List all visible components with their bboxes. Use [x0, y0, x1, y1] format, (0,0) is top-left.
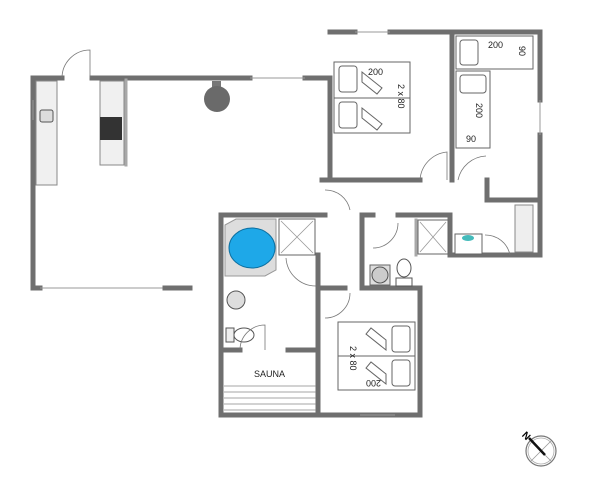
kitchen-sink-icon	[39, 109, 54, 123]
sink-icon	[226, 290, 246, 310]
bathroom-1: SAUNA	[218, 189, 423, 418]
bedroom-2: 200 90 200 90	[447, 29, 543, 258]
bed-length-label: 200	[488, 40, 503, 50]
compass-icon: N	[519, 430, 557, 467]
door	[419, 151, 448, 181]
kitchen-counter	[35, 80, 58, 186]
toilet-icon	[396, 258, 412, 278]
bed-length-label: 200	[366, 378, 381, 388]
bed-length-label: 200	[368, 67, 383, 77]
sink-icon	[371, 266, 389, 284]
fireplace-icon	[204, 86, 230, 112]
bedroom-3: 2 x 80 200	[324, 292, 416, 416]
bed-length-label: 200	[474, 103, 484, 118]
bathtub-icon	[228, 227, 276, 269]
bedroom-1: 200 2 x 80	[319, 29, 455, 183]
toilet-icon	[233, 327, 255, 343]
sauna-label: SAUNA	[254, 369, 285, 379]
bed-width-label: 90	[517, 46, 527, 56]
bathroom-2	[315, 212, 483, 418]
stove-icon	[100, 117, 122, 140]
bed-size-label: 2 x 80	[396, 84, 406, 109]
bed-size-label: 2 x 80	[348, 346, 358, 371]
sauna-bench	[224, 385, 316, 411]
washing-machine-icon	[454, 233, 483, 255]
living-area	[30, 49, 333, 291]
wardrobe	[514, 204, 534, 253]
entrance-door	[61, 49, 91, 79]
bed-width-label: 90	[466, 134, 476, 144]
